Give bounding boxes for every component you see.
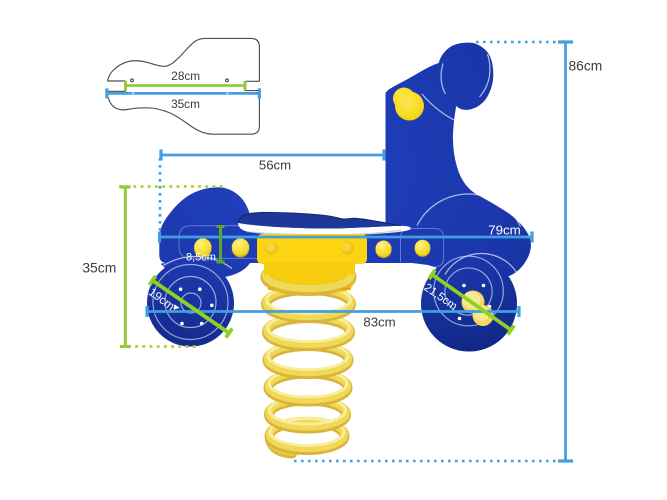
svg-text:86cm: 86cm — [569, 59, 603, 74]
svg-text:79cm: 79cm — [488, 223, 521, 238]
svg-text:8,5cm: 8,5cm — [186, 251, 216, 263]
svg-text:28cm: 28cm — [171, 69, 200, 83]
svg-text:56cm: 56cm — [259, 158, 291, 173]
svg-text:83cm: 83cm — [363, 315, 395, 330]
svg-text:35cm: 35cm — [171, 97, 200, 111]
svg-text:35cm: 35cm — [82, 259, 116, 275]
